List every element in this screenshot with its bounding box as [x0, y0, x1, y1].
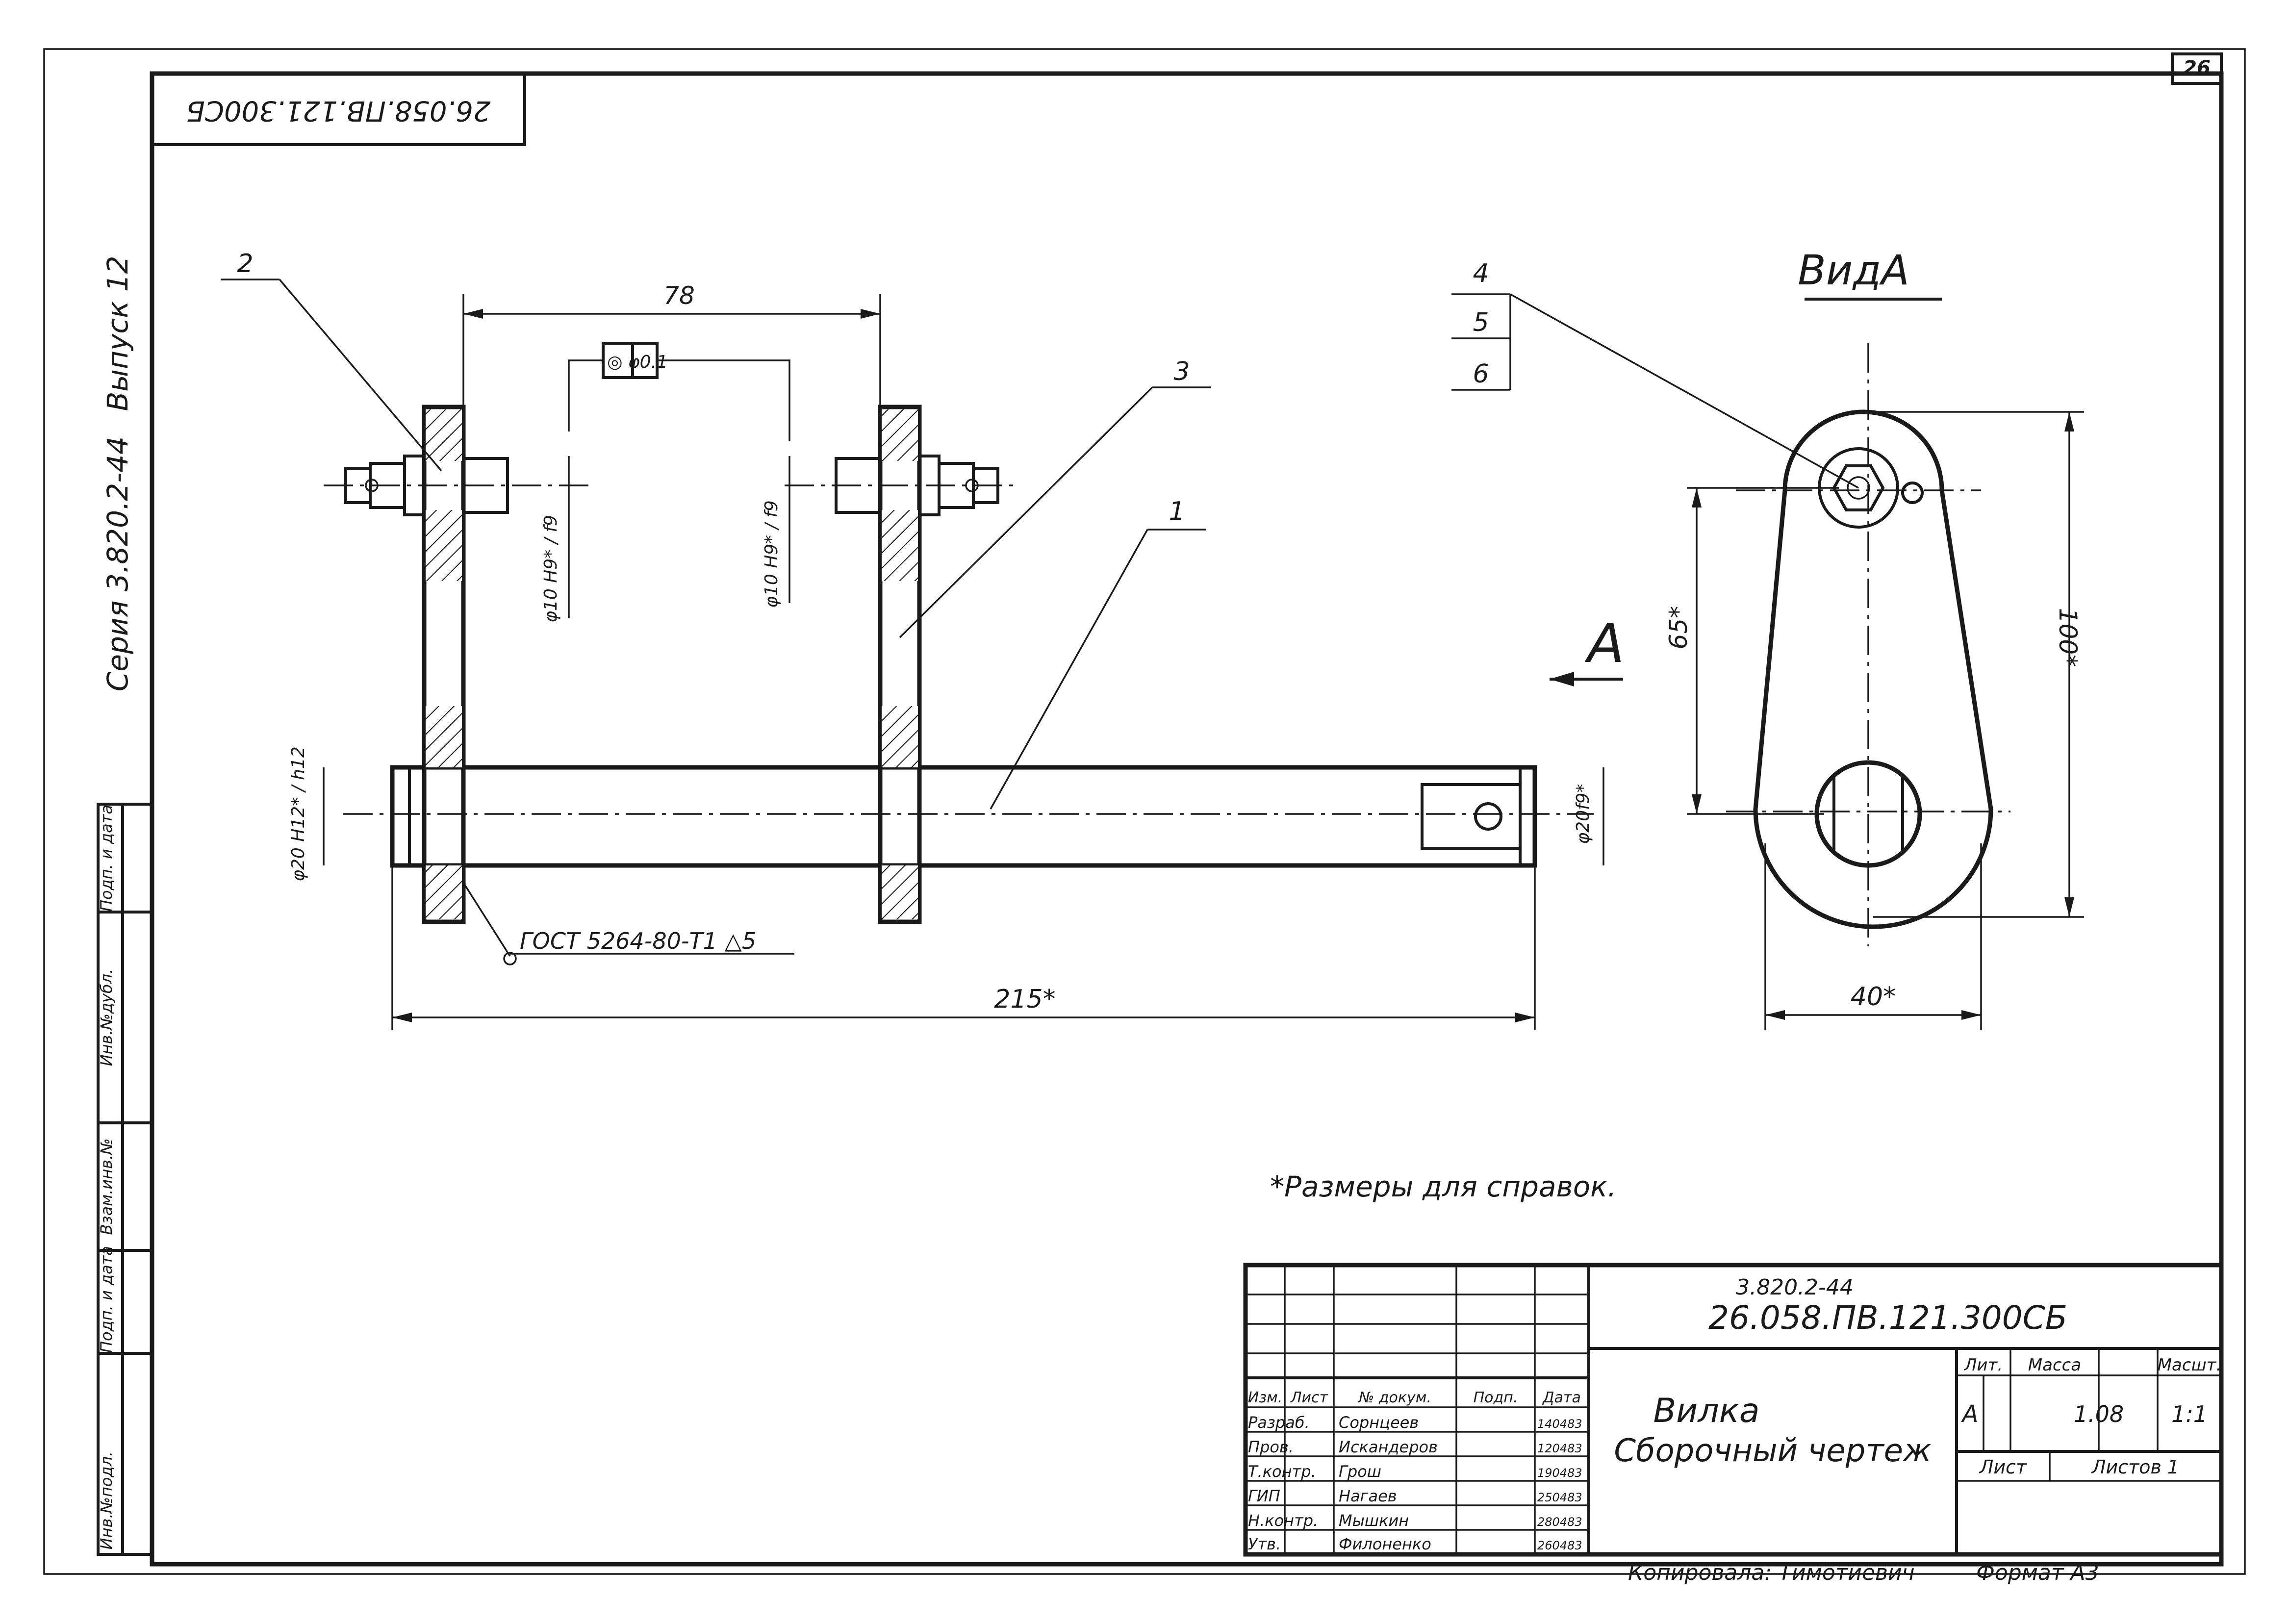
sheets-label: Листов 1	[2091, 1456, 2179, 1478]
dim-215: 215*	[994, 985, 1055, 1014]
main-view: 78 ◎ φ0.1 φ10 H9* / f9 φ10 H9* / f9 φ20 …	[221, 249, 1604, 1030]
fit-shaft-right: φ20f9*	[1573, 784, 1593, 844]
reference-note: *Размеры для справок.	[1270, 1170, 1617, 1203]
tb-header-sign: Подп.	[1474, 1389, 1518, 1406]
dim-65: 65*	[1664, 606, 1693, 650]
title-block: Изм. Лист № докум. Подп. Дата Разраб. Со…	[1243, 1263, 2224, 1557]
tb-date-1: 140483	[1537, 1417, 1582, 1431]
callout-4: 4	[1473, 259, 1489, 288]
scale-label: Масшт.	[2158, 1355, 2222, 1375]
dim-78: 78	[663, 281, 695, 310]
tb-name-5: Мышкин	[1339, 1511, 1409, 1530]
side-cell-5: Подп. и дата	[97, 805, 116, 912]
dim-40: 40*	[1851, 982, 1896, 1012]
dim-100: 100*	[2054, 608, 2082, 667]
tb-role-2: Пров.	[1248, 1438, 1294, 1456]
sheet-label: Лист	[1979, 1456, 2028, 1478]
mass-value: 1.08	[2074, 1401, 2124, 1427]
scale-value: 1:1	[2171, 1401, 2208, 1427]
weld-note: ГОСТ 5264-80-Т1 △5	[520, 928, 756, 954]
project-code: 3.820.2-44	[1736, 1275, 1854, 1300]
tb-name-1: Сорнцеев	[1339, 1413, 1419, 1432]
tb-name-4: Нагаев	[1339, 1487, 1397, 1505]
tb-role-1: Разраб.	[1248, 1413, 1310, 1432]
tb-header-doc: № докум.	[1358, 1389, 1431, 1406]
series-label: Серия 3.820.2-44 Выпуск 12	[101, 256, 134, 692]
stamp-code-rotated: 26.058.ПВ.121.300СБ	[186, 95, 490, 127]
mass-label: Масса	[2028, 1355, 2081, 1375]
lit-label: Лит.	[1963, 1355, 2003, 1375]
lit-value: А	[1961, 1400, 1979, 1428]
fit-right: φ10 H9* / f9	[762, 500, 782, 608]
name-line2: Сборочный чертеж	[1614, 1433, 1932, 1469]
footer: Копировала: Тимотиевич Формат А3	[1628, 1560, 2099, 1585]
page-number: 26	[2183, 57, 2211, 79]
view-a: ВидА А 4 5 6 65*	[1451, 246, 2084, 1030]
issue-text: Выпуск 12	[101, 256, 134, 411]
fit-left: φ10 H9* / f9	[541, 515, 561, 623]
tb-role-4: ГИП	[1248, 1487, 1280, 1505]
tb-name-3: Грош	[1339, 1462, 1381, 1481]
series-text: Серия 3.820.2-44	[101, 436, 134, 691]
tb-date-4: 250483	[1537, 1491, 1582, 1504]
tb-role-5: Н.контр.	[1248, 1511, 1318, 1530]
tb-header-list: Лист	[1290, 1389, 1329, 1406]
tb-header-date: Дата	[1542, 1389, 1581, 1406]
tb-role-6: Утв.	[1248, 1535, 1281, 1553]
tb-header-izm: Изм.	[1248, 1389, 1283, 1406]
arrow-label: А	[1584, 612, 1624, 675]
tb-date-5: 280483	[1537, 1515, 1582, 1529]
tb-date-3: 190483	[1537, 1466, 1582, 1480]
tb-role-3: Т.контр.	[1248, 1462, 1316, 1481]
callout-5: 5	[1473, 308, 1489, 337]
tb-date-6: 260483	[1537, 1539, 1582, 1552]
copied-by: Копировала: Тимотиевич	[1628, 1560, 1915, 1585]
tb-name-6: Филоненко	[1339, 1535, 1431, 1553]
name-line1: Вилка	[1653, 1392, 1759, 1430]
rotated-stamp: 26.058.ПВ.121.300СБ	[151, 72, 526, 146]
tolerance-frame: ◎ φ0.1	[607, 352, 668, 372]
callout-3: 3	[1173, 357, 1190, 386]
side-cell-3: Взам.инв.№	[97, 1139, 116, 1235]
side-strip: Инв.№подл. Подп. и дата Взам.инв.№ Инв.№…	[97, 803, 153, 1556]
side-cell-4: Инв.№дубл.	[97, 969, 116, 1066]
side-cell-2: Подп. и дата	[97, 1246, 116, 1353]
view-label: ВидА	[1798, 246, 1909, 294]
callout-6: 6	[1473, 359, 1489, 389]
fit-shaft-left: φ20 H12* / h12	[288, 746, 308, 882]
format: Формат А3	[1976, 1560, 2099, 1585]
tb-date-2: 120483	[1537, 1442, 1582, 1455]
tb-name-2: Искандеров	[1339, 1438, 1438, 1456]
doc-code: 26.058.ПВ.121.300СБ	[1708, 1299, 2067, 1337]
callout-2: 2	[237, 249, 253, 279]
callout-1: 1	[1169, 497, 1185, 526]
side-cell-1: Инв.№подл.	[97, 1451, 116, 1549]
